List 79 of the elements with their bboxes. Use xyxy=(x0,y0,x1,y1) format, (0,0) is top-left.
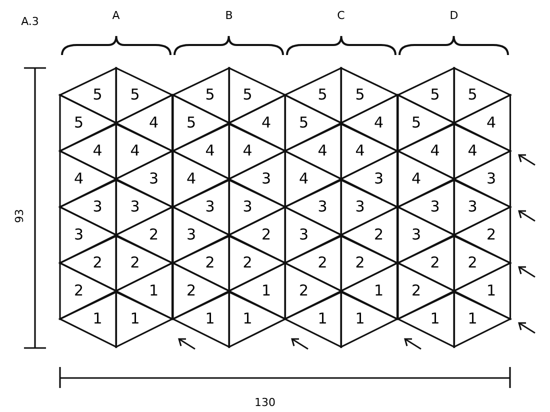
stitch-count: 2 xyxy=(468,256,478,271)
stitch-count: 2 xyxy=(130,256,140,271)
stitch-count: 2 xyxy=(186,284,196,298)
stitch-count: 3 xyxy=(261,172,272,186)
stitch-count: 3 xyxy=(92,200,102,215)
stitch-count: 4 xyxy=(430,144,440,159)
stitch-count: 5 xyxy=(205,88,215,103)
stitch-count: 1 xyxy=(205,312,215,327)
stitch-count: 1 xyxy=(355,312,365,327)
stitch-count: 2 xyxy=(74,284,84,298)
stitch-count: 2 xyxy=(374,228,384,242)
stitch-count: 4 xyxy=(318,144,328,159)
stitch-count: 1 xyxy=(486,284,496,298)
stitch-count: 3 xyxy=(130,200,140,215)
stitch-count: 3 xyxy=(148,172,159,186)
stitch-count: 4 xyxy=(74,172,84,186)
stitch-count: 3 xyxy=(74,228,84,242)
stitch-count: 1 xyxy=(242,312,252,327)
stitch-count: 3 xyxy=(486,172,496,186)
stitch-count: 2 xyxy=(486,228,496,242)
stitch-count: 1 xyxy=(430,312,440,327)
stitch-count: 5 xyxy=(74,116,84,130)
stitch-count: 4 xyxy=(298,172,309,186)
stitch-count: 5 xyxy=(186,116,196,130)
stitch-count: 1 xyxy=(148,284,159,298)
stitch-count: 2 xyxy=(355,256,365,271)
section-letter: C xyxy=(337,10,345,22)
stitch-count: 4 xyxy=(411,172,422,186)
stitch-count: 3 xyxy=(430,200,440,215)
stitch-count: 3 xyxy=(374,172,384,186)
stitch-count: 4 xyxy=(374,116,384,130)
stitch-count: 3 xyxy=(298,228,309,242)
stitch-count: 4 xyxy=(486,116,496,130)
stitch-count: 1 xyxy=(261,284,272,298)
stitch-count: 2 xyxy=(298,284,309,298)
stitch-count: 4 xyxy=(242,144,252,159)
stitch-count: 4 xyxy=(355,144,365,159)
stitch-count: 1 xyxy=(92,312,102,327)
section-letter: A xyxy=(112,10,120,22)
stitch-count: 5 xyxy=(242,88,252,103)
stitch-count: 3 xyxy=(468,200,478,215)
stitch-count: 1 xyxy=(374,284,384,298)
stitch-count: 5 xyxy=(92,88,102,103)
stitch-count: 5 xyxy=(130,88,140,103)
stitch-count: 4 xyxy=(205,144,215,159)
stitch-count: 1 xyxy=(468,312,478,327)
stitch-count: 5 xyxy=(318,88,328,103)
stitch-count: 2 xyxy=(205,256,215,271)
stitch-count: 1 xyxy=(318,312,328,327)
stitch-count: 4 xyxy=(92,144,102,159)
stitch-count: 3 xyxy=(186,228,196,242)
stitch-count: 5 xyxy=(355,88,365,103)
stitch-count: 4 xyxy=(148,116,159,130)
stitch-count: 5 xyxy=(411,116,422,130)
dimension-value: 93 xyxy=(14,209,26,223)
stitch-count: 2 xyxy=(92,256,102,271)
stitch-count: 4 xyxy=(186,172,196,186)
stitch-count: 3 xyxy=(205,200,215,215)
dimension-value: 130 xyxy=(254,397,276,409)
stitch-count: 4 xyxy=(130,144,140,159)
stitch-count: 3 xyxy=(355,200,365,215)
stitch-count: 2 xyxy=(411,284,422,298)
stitch-count: 3 xyxy=(411,228,422,242)
stitch-count: 5 xyxy=(298,116,309,130)
section-letter: D xyxy=(450,10,458,22)
stitch-count: 2 xyxy=(242,256,252,271)
section-letter: B xyxy=(225,10,233,22)
stitch-count: 2 xyxy=(430,256,440,271)
chart-label: A.3 xyxy=(21,16,39,28)
stitch-count: 3 xyxy=(242,200,252,215)
stitch-count: 2 xyxy=(148,228,159,242)
stitch-count: 4 xyxy=(468,144,478,159)
stitch-count: 2 xyxy=(261,228,272,242)
stitch-count: 5 xyxy=(468,88,478,103)
stitch-count: 3 xyxy=(318,200,328,215)
stitch-count: 5 xyxy=(430,88,440,103)
stitch-count: 4 xyxy=(261,116,272,130)
stitch-count: 1 xyxy=(130,312,140,327)
stitch-count: 2 xyxy=(318,256,328,271)
